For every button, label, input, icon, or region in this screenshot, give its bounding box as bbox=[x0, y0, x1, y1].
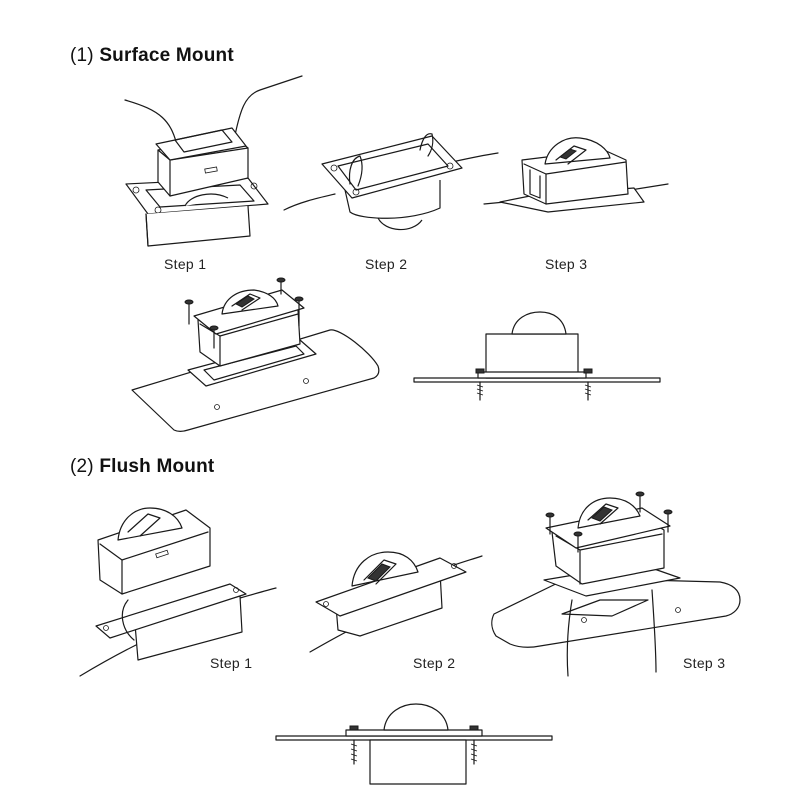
flush-side-view-illustration bbox=[276, 704, 552, 784]
flush-step-1-label: Step 1 bbox=[210, 655, 253, 671]
surface-exploded-illustration bbox=[132, 278, 379, 432]
surface-mount-number: (1) bbox=[70, 45, 94, 66]
flush-step-3-label: Step 3 bbox=[683, 655, 726, 671]
surface-mount-title: (1) Surface Mount bbox=[70, 45, 234, 67]
surface-step-1-label: Step 1 bbox=[164, 256, 207, 272]
flush-mount-name: Flush Mount bbox=[99, 456, 215, 477]
flush-step-3-illustration bbox=[492, 492, 740, 676]
flush-step-2-label: Step 2 bbox=[413, 655, 456, 671]
flush-mount-title: (2) Flush Mount bbox=[70, 456, 214, 478]
flush-step-2-illustration bbox=[310, 552, 482, 652]
screw-icon bbox=[546, 492, 672, 552]
surface-mount-name: Surface Mount bbox=[99, 45, 234, 66]
flush-step-1-illustration bbox=[80, 508, 276, 676]
screw-icon bbox=[476, 369, 592, 400]
surface-step-3-illustration bbox=[484, 138, 668, 212]
surface-step-3-label: Step 3 bbox=[545, 256, 588, 272]
screw-icon bbox=[350, 726, 478, 764]
surface-step-1-illustration bbox=[125, 76, 302, 246]
screw-icon bbox=[185, 278, 303, 348]
surface-step-2-illustration bbox=[284, 134, 498, 230]
flush-mount-number: (2) bbox=[70, 456, 94, 477]
surface-side-view-illustration bbox=[414, 312, 660, 400]
surface-step-2-label: Step 2 bbox=[365, 256, 408, 272]
